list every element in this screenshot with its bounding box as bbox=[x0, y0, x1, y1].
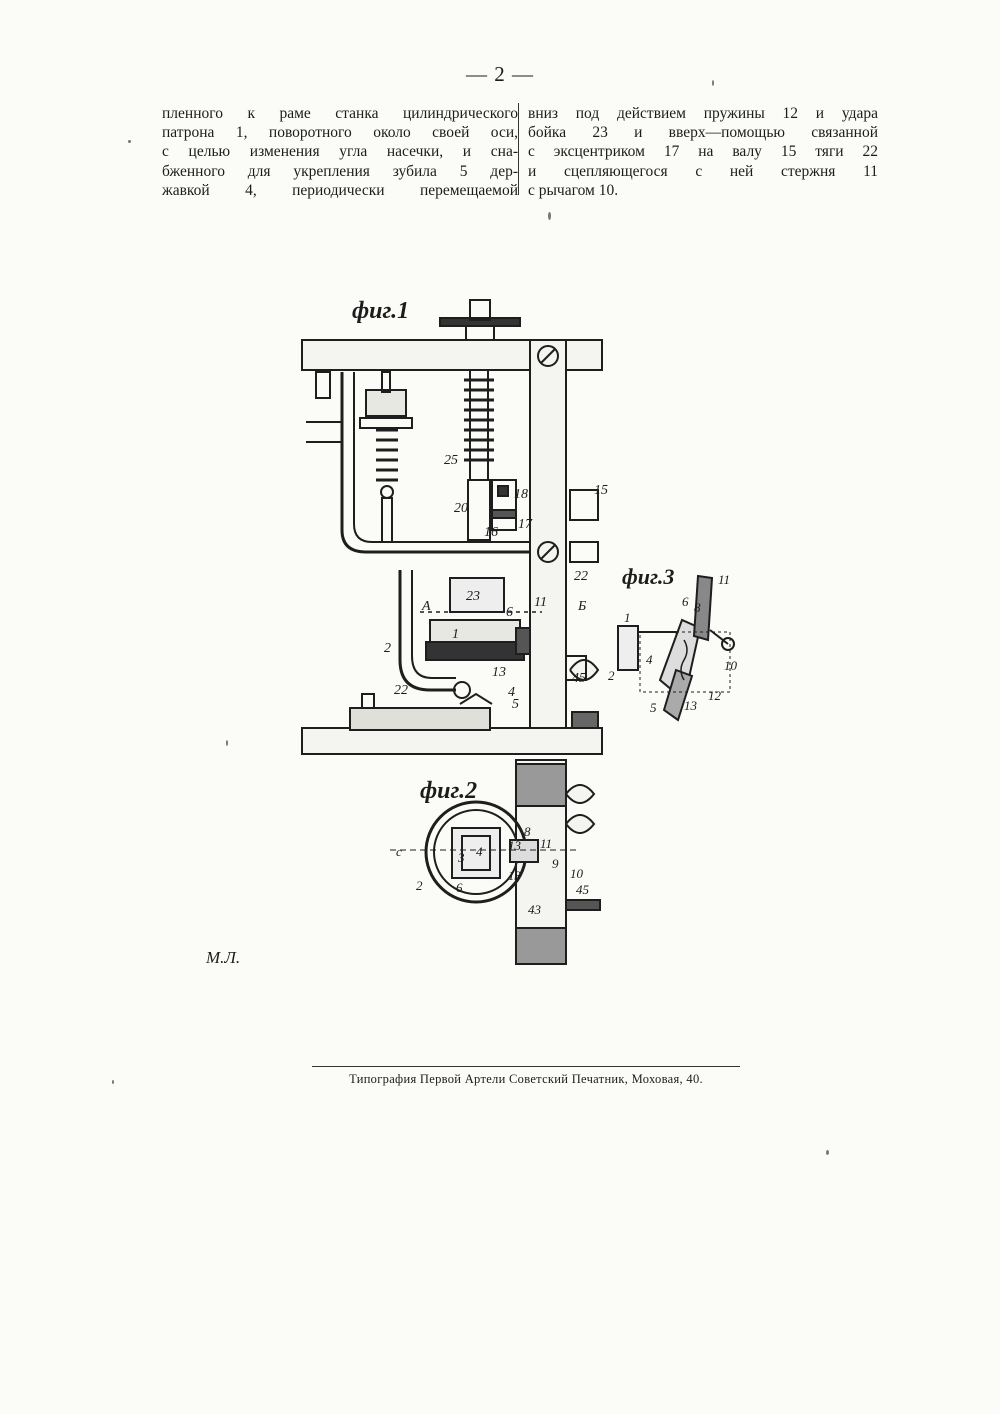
part-label: 25 bbox=[444, 453, 458, 468]
text-line: с целью изменения угла насечки, и сна- bbox=[162, 143, 518, 161]
part-label: 6 bbox=[456, 880, 463, 895]
part-label: 45 bbox=[576, 882, 590, 897]
part-label: 13 bbox=[508, 868, 522, 883]
screw-head bbox=[537, 345, 559, 367]
part-label: 1 bbox=[452, 627, 459, 642]
part-label: 22 bbox=[574, 569, 588, 584]
part-label: 23 bbox=[466, 589, 480, 604]
part-label: 17 bbox=[518, 517, 533, 532]
part-label: 2 bbox=[416, 878, 423, 893]
part-label: 13 bbox=[508, 838, 522, 853]
fig1-title: фиг.1 bbox=[352, 298, 409, 324]
column-divider bbox=[518, 103, 519, 195]
part-label: 4 bbox=[476, 844, 483, 859]
part-label: 2 bbox=[384, 641, 391, 656]
part-label: 13 bbox=[684, 698, 698, 713]
part-label: с bbox=[396, 844, 402, 859]
part-label: 8 bbox=[694, 600, 701, 615]
fig2-title: фиг.2 bbox=[420, 778, 477, 804]
part-label: 2 bbox=[608, 668, 615, 683]
part-label: 10 bbox=[724, 658, 738, 673]
handwheel-hub bbox=[469, 299, 491, 321]
part-label: 10 bbox=[570, 866, 584, 881]
part-label: 4 bbox=[646, 652, 653, 667]
scan-speck bbox=[112, 1080, 114, 1084]
text-line: с эксцентриком 17 на валу 15 тяги 22 bbox=[528, 143, 878, 161]
scan-speck bbox=[128, 140, 131, 143]
part-label: 22 bbox=[394, 683, 408, 698]
text-line: патрона 1, поворотного около своей оси, bbox=[162, 124, 518, 142]
screw-head bbox=[537, 541, 559, 563]
text-column-left: пленного к раме станка цилиндрического п… bbox=[162, 104, 518, 200]
frame-base bbox=[301, 727, 603, 755]
scan-speck bbox=[226, 740, 228, 746]
part-label: 11 bbox=[534, 595, 547, 610]
scan-speck bbox=[712, 80, 714, 86]
part-label: 16 bbox=[484, 525, 498, 540]
part-label: 15 bbox=[594, 483, 608, 498]
part-label: 11 bbox=[540, 836, 552, 851]
text-line: с рычагом 10. bbox=[528, 181, 619, 199]
part-label: 5 bbox=[650, 700, 657, 715]
part-label: 6 bbox=[506, 605, 513, 620]
text-line: жавкой 4, периодически перемещаемой bbox=[162, 181, 518, 199]
part-label: 3 bbox=[457, 850, 465, 865]
technical-drawing: фиг.1 фиг.2 фиг.3 25 20 18 16 17 15 22 2… bbox=[280, 280, 750, 1000]
page-number: — 2 — bbox=[466, 62, 534, 86]
text-column-right: вниз под действием пружины 12 и удара бо… bbox=[528, 104, 878, 200]
part-label: 8 bbox=[524, 824, 531, 839]
scan-speck bbox=[826, 1150, 829, 1155]
scan-speck bbox=[548, 212, 551, 220]
part-label: 45 bbox=[572, 671, 586, 686]
part-label: 6 bbox=[682, 594, 689, 609]
part-label: 4 bbox=[508, 685, 515, 700]
text-line: и сцепляющегося с ней стержня 11 bbox=[528, 162, 878, 180]
frame-vertical-post bbox=[529, 339, 567, 751]
text-line: пленного к раме станка цилиндрического bbox=[162, 105, 518, 122]
part-label: 18 bbox=[514, 487, 528, 502]
text-line: бженного для укрепления зубила 5 дер- bbox=[162, 162, 518, 180]
part-label: 9 bbox=[552, 856, 559, 871]
part-label: 20 bbox=[454, 501, 468, 516]
text-line: вниз под действием пружины 12 и удара bbox=[528, 105, 878, 122]
text-line: бойка 23 и вверх—помощью связанной bbox=[528, 124, 878, 142]
part-label: 5 bbox=[512, 697, 519, 712]
part-label: 12 bbox=[708, 688, 722, 703]
part-label: Б bbox=[577, 599, 586, 614]
printer-imprint: Типография Первой Артели Советский Печат… bbox=[349, 1072, 703, 1086]
part-label: A bbox=[421, 599, 431, 614]
part-label: 1 bbox=[624, 610, 631, 625]
part-label: 13 bbox=[492, 665, 506, 680]
fig3-title: фиг.3 bbox=[622, 564, 674, 589]
part-label: 11 bbox=[718, 572, 730, 587]
part-label: 43 bbox=[528, 902, 542, 917]
footer-rule bbox=[312, 1066, 740, 1067]
technical-drawing-svg: фиг.1 фиг.2 фиг.3 25 20 18 16 17 15 22 2… bbox=[301, 298, 738, 965]
initials: М.Л. bbox=[206, 948, 241, 967]
